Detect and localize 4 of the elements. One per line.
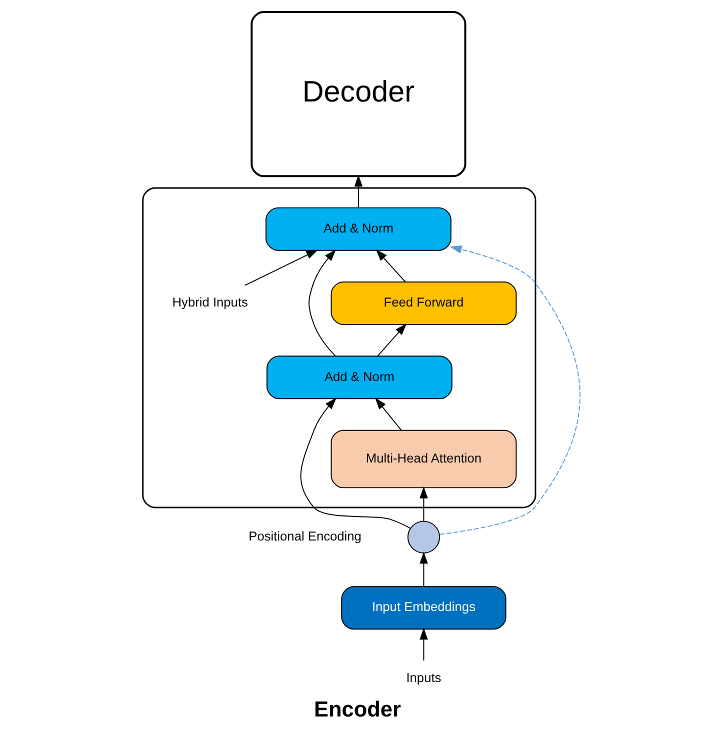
node-label: Positional Encoding	[248, 528, 362, 544]
node-text: Inputs	[406, 670, 442, 685]
node-text: Hybrid Inputs	[172, 294, 248, 310]
caption: Encoder	[314, 696, 402, 722]
